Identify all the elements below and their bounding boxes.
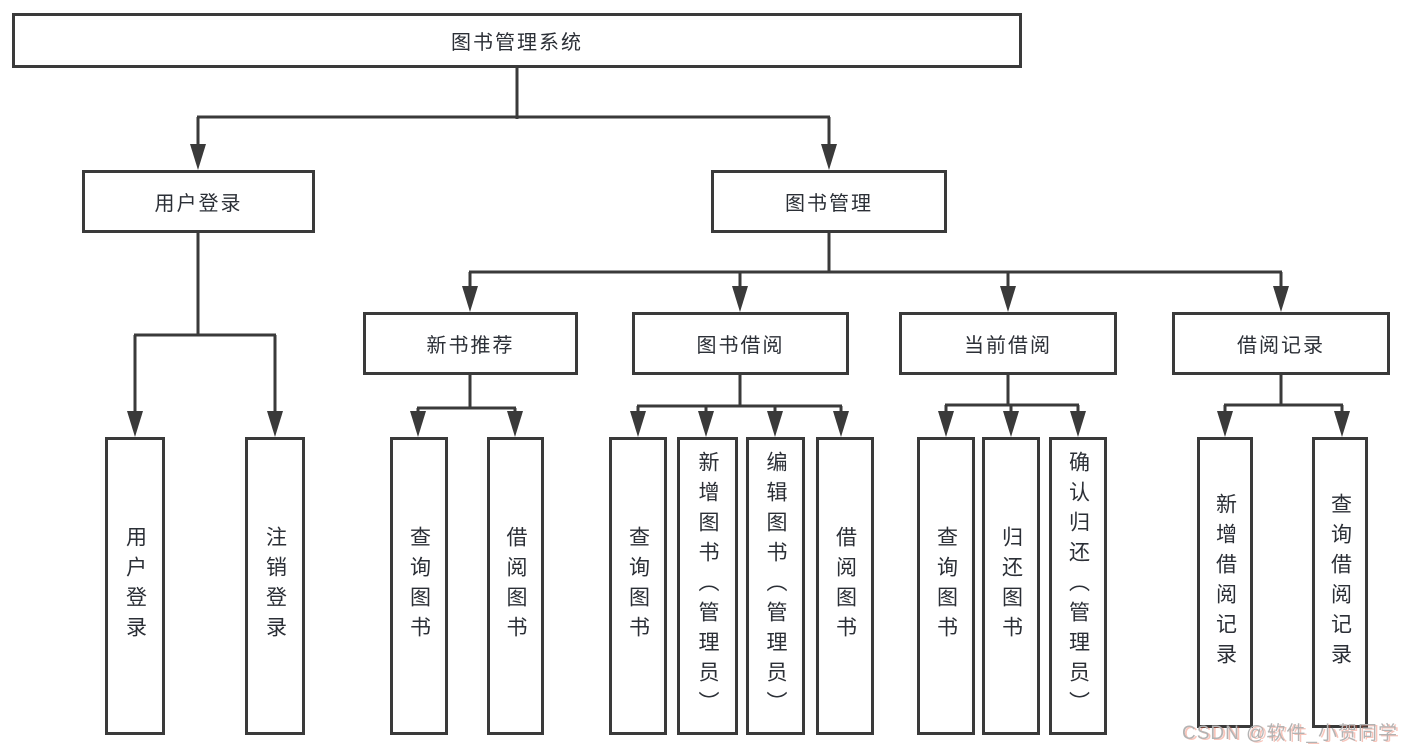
node-label-leaf-nb-query: 查询图书 (407, 526, 431, 646)
node-leaf-br-add: 新增借阅记录 (1197, 437, 1253, 728)
node-leaf-nb-query: 查询图书 (390, 437, 448, 735)
node-label-borrow-records: 借阅记录 (1237, 335, 1325, 357)
node-label-leaf-br-add: 新增借阅记录 (1213, 492, 1237, 673)
node-leaf-cb-confirm: 确认归还（管理员） (1049, 437, 1107, 735)
node-label-new-book-recommend: 新书推荐 (426, 335, 515, 357)
node-label-leaf-logout: 注销登录 (263, 526, 287, 646)
arrowhead-icon (462, 286, 478, 312)
node-leaf-nb-borrow: 借阅图书 (487, 437, 544, 735)
node-label-user-login-group: 用户登录 (154, 193, 243, 215)
node-book-borrow: 图书借阅 (632, 312, 849, 375)
node-label-leaf-bb-add: 新增图书（管理员） (696, 451, 719, 721)
node-label-leaf-br-query: 查询借阅记录 (1328, 492, 1352, 673)
node-borrow-records: 借阅记录 (1172, 312, 1390, 375)
node-leaf-br-query: 查询借阅记录 (1312, 437, 1368, 728)
node-new-book-recommend: 新书推荐 (363, 312, 578, 375)
arrowhead-icon (767, 411, 783, 437)
arrowhead-icon (1070, 411, 1086, 437)
node-leaf-user-login: 用户登录 (105, 437, 165, 735)
node-label-leaf-cb-return: 归还图书 (999, 526, 1023, 646)
node-leaf-bb-query: 查询图书 (609, 437, 667, 735)
arrowhead-icon (507, 411, 523, 437)
arrowhead-icon (698, 411, 714, 437)
node-label-leaf-cb-confirm: 确认归还（管理员） (1066, 451, 1090, 721)
arrowhead-icon (267, 411, 283, 437)
node-label-leaf-bb-borrow: 借阅图书 (833, 526, 857, 646)
node-leaf-cb-query: 查询图书 (917, 437, 975, 735)
arrowhead-icon (732, 286, 748, 312)
node-current-borrow: 当前借阅 (899, 312, 1117, 375)
arrowhead-icon (1000, 286, 1016, 312)
node-leaf-logout: 注销登录 (245, 437, 305, 735)
node-label-leaf-nb-borrow: 借阅图书 (504, 526, 527, 646)
arrowhead-icon (1334, 411, 1350, 437)
arrowhead-icon (127, 411, 143, 437)
node-label-leaf-user-login: 用户登录 (123, 526, 147, 646)
node-leaf-bb-borrow: 借阅图书 (816, 437, 874, 735)
node-label-leaf-cb-query: 查询图书 (934, 526, 958, 646)
node-label-book-borrow: 图书借阅 (696, 335, 785, 357)
node-leaf-bb-edit: 编辑图书（管理员） (746, 437, 805, 735)
node-book-mgmt-group: 图书管理 (711, 170, 947, 233)
node-label-leaf-bb-query: 查询图书 (626, 526, 650, 646)
arrowhead-icon (1273, 286, 1289, 312)
node-root: 图书管理系统 (12, 13, 1022, 68)
arrowhead-icon (630, 411, 646, 437)
arrowhead-icon (833, 411, 849, 437)
node-label-book-mgmt-group: 图书管理 (785, 193, 873, 215)
node-label-leaf-bb-edit: 编辑图书（管理员） (764, 451, 787, 721)
arrowhead-icon (938, 411, 954, 437)
arrowhead-icon (821, 144, 837, 170)
node-label-root: 图书管理系统 (451, 32, 583, 54)
node-leaf-cb-return: 归还图书 (982, 437, 1040, 735)
arrowhead-icon (1217, 411, 1233, 437)
arrowhead-icon (190, 144, 206, 170)
arrowhead-icon (410, 411, 426, 437)
node-user-login-group: 用户登录 (82, 170, 315, 233)
node-leaf-bb-add: 新增图书（管理员） (677, 437, 738, 735)
arrowhead-icon (1003, 411, 1019, 437)
node-label-current-borrow: 当前借阅 (964, 335, 1052, 357)
watermark: CSDN @软件_小贺同学 (1182, 723, 1398, 744)
